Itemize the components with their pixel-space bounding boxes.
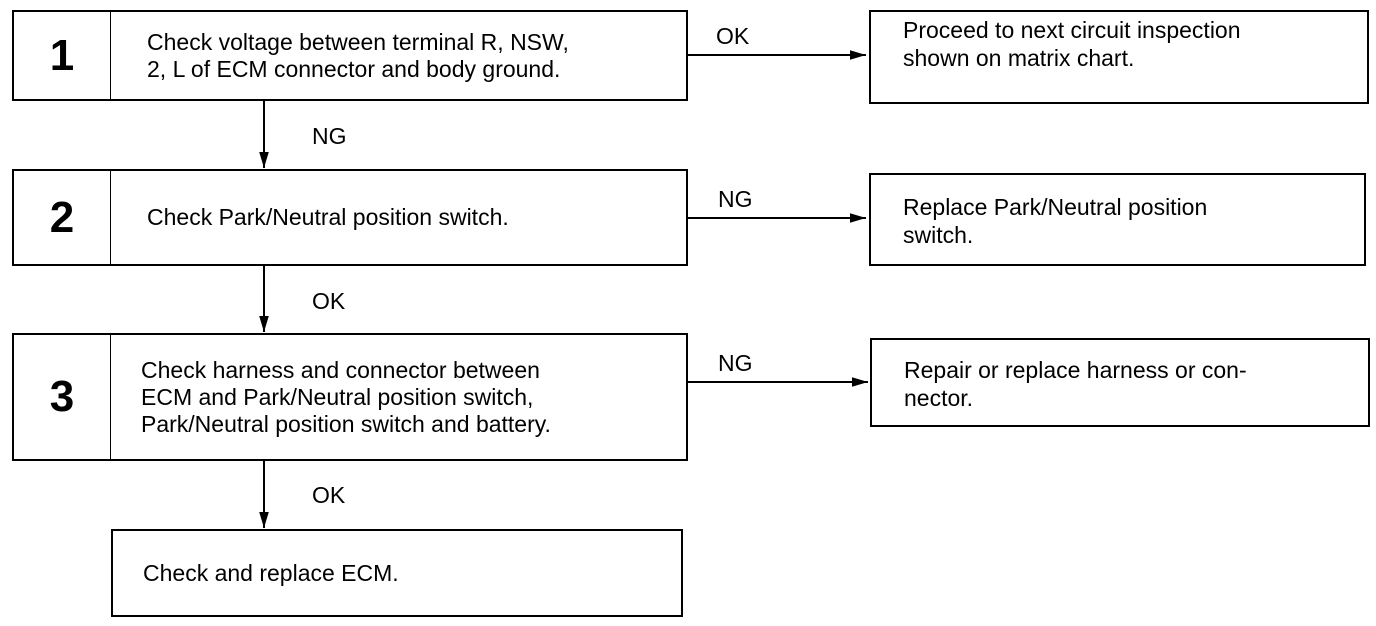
down-label-3: OK [312,482,346,508]
step-2-number: 2 [14,171,111,264]
step-2-description: Check Park/Neutral position switch. [147,204,509,230]
final-action-box: Check and replace ECM. [111,529,683,617]
step-3-number: 3 [14,335,111,459]
result-1-box: Proceed to next circuit inspection shown… [869,10,1369,104]
down-label-1: NG [312,123,347,149]
step-2-box: 2 Check Park/Neutral position switch. [12,169,688,266]
down-label-2: OK [312,288,346,314]
step-1-number: 1 [14,12,111,99]
result-1-text: Proceed to next circuit inspection shown… [903,17,1241,71]
result-3-label: NG [718,350,753,376]
step-1-box: 1 Check voltage between terminal R, NSW,… [12,10,688,101]
step-3-box: 3 Check harness and connector between EC… [12,333,688,461]
result-2-label: NG [718,186,753,212]
result-3-box: Repair or replace harness or con- nector… [870,338,1370,427]
step-1-description: Check voltage between terminal R, NSW, 2… [147,28,569,82]
step-3-description: Check harness and connector between ECM … [141,356,551,437]
result-2-text: Replace Park/Neutral position switch. [903,194,1208,248]
final-action-text: Check and replace ECM. [143,559,399,586]
result-3-text: Repair or replace harness or con- nector… [904,357,1247,411]
result-2-box: Replace Park/Neutral position switch. [869,173,1366,266]
result-1-label: OK [716,23,750,49]
